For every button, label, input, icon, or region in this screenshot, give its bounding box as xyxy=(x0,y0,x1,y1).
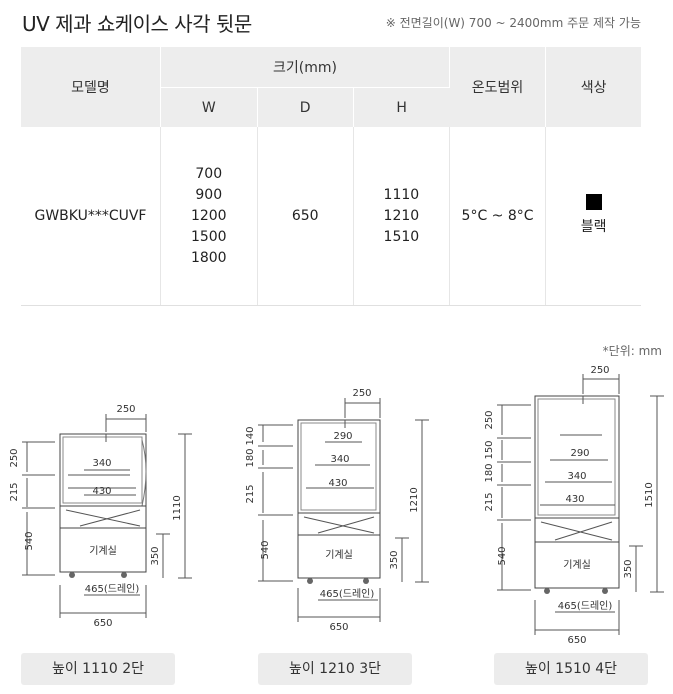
w-value: 900 xyxy=(195,186,223,203)
w-value: 1200 xyxy=(190,207,227,224)
d1-drain-width: 465(드레인) xyxy=(85,583,140,595)
d3-left-dim-4: 215 xyxy=(484,492,495,511)
d1-left-dim-1: 250 xyxy=(9,448,20,467)
cell-model: GWBKU***CUVF xyxy=(21,127,161,306)
d3-drain-width: 465(드레인) xyxy=(558,600,613,612)
label-height-1210: 높이 1210 3단 xyxy=(258,653,412,685)
d1-total-height: 1110 xyxy=(172,495,183,520)
page-title: UV 제과 쇼케이스 사각 뒷문 xyxy=(22,12,252,36)
d2-top-width: 250 xyxy=(352,388,371,399)
d1-machine-room: 기계실 xyxy=(89,545,117,557)
header-temp: 온도범위 xyxy=(449,47,547,127)
d2-shelf-2: 340 xyxy=(330,454,349,465)
d2-machine-room: 기계실 xyxy=(325,549,353,561)
header-w: W xyxy=(160,87,258,127)
diagram-1210 xyxy=(258,398,429,622)
header-color: 색상 xyxy=(545,47,641,127)
h-value: 1210 xyxy=(383,207,420,224)
d3-shelf-1: 290 xyxy=(570,448,589,459)
d2-total-height: 1210 xyxy=(409,487,420,512)
cell-h: 1110 1210 1510 xyxy=(353,127,450,306)
d3-total-depth: 650 xyxy=(567,635,586,646)
d2-left-dim-1: 140 xyxy=(245,426,256,445)
cell-temp: 5°C ~ 8°C xyxy=(449,127,547,306)
label-height-1110: 높이 1110 2단 xyxy=(21,653,175,685)
cell-d: 650 xyxy=(257,127,354,306)
label-height-1510: 높이 1510 4단 xyxy=(494,653,648,685)
diagram-1110 xyxy=(22,414,192,618)
header-d: D xyxy=(257,87,354,127)
d3-shelf-3: 430 xyxy=(565,494,584,505)
d3-shelf-2: 340 xyxy=(567,471,586,482)
header-model: 모델명 xyxy=(21,47,161,127)
unit-note: *단위: mm xyxy=(602,344,662,358)
d1-shelf-1: 340 xyxy=(92,458,111,469)
d1-left-dim-2: 215 xyxy=(9,482,20,501)
d2-left-dim-3: 215 xyxy=(245,484,256,503)
d3-left-dim-1: 250 xyxy=(484,410,495,429)
header-h: H xyxy=(353,87,450,127)
d3-left-dim-5: 540 xyxy=(497,546,508,565)
d1-base-height: 350 xyxy=(150,546,161,565)
w-value: 1800 xyxy=(190,249,227,266)
diagram-1510 xyxy=(497,374,664,635)
d3-base-height: 350 xyxy=(623,559,634,578)
d1-top-width: 250 xyxy=(116,404,135,415)
d1-left-dim-3: 540 xyxy=(24,531,35,550)
d1-shelf-2: 430 xyxy=(92,486,111,497)
d3-left-dim-2: 150 xyxy=(484,440,495,459)
w-value: 700 xyxy=(195,165,223,182)
d3-total-height: 1510 xyxy=(644,482,655,507)
d2-drain-width: 465(드레인) xyxy=(320,588,375,600)
d2-shelf-3: 430 xyxy=(328,478,347,489)
cell-w: 700 900 1200 1500 1800 xyxy=(160,127,258,306)
w-value: 1500 xyxy=(190,228,227,245)
h-value: 1110 xyxy=(383,186,420,203)
color-swatch xyxy=(585,194,602,210)
cell-color: 블랙 xyxy=(545,127,641,306)
d2-base-height: 350 xyxy=(389,550,400,569)
d3-machine-room: 기계실 xyxy=(563,559,591,571)
d1-total-depth: 650 xyxy=(93,618,112,629)
d2-left-dim-4: 540 xyxy=(260,540,271,559)
header-size: 크기(mm) xyxy=(160,47,450,88)
dimension-diagrams: 250 340 430 250 215 540 기계실 1110 350 465… xyxy=(9,365,664,646)
d3-left-dim-3: 180 xyxy=(484,463,495,482)
custom-order-note: ※ 전면길이(W) 700 ~ 2400mm 주문 제작 가능 xyxy=(385,16,641,30)
spec-table: 모델명 크기(mm) 온도범위 색상 W D H GWBKU***CUVF 70… xyxy=(21,47,641,306)
d3-top-width: 250 xyxy=(590,365,609,376)
d2-total-depth: 650 xyxy=(329,622,348,633)
d2-shelf-1: 290 xyxy=(333,431,352,442)
color-name: 블랙 xyxy=(580,219,607,235)
d2-left-dim-2: 180 xyxy=(245,448,256,467)
h-value: 1510 xyxy=(383,228,420,245)
